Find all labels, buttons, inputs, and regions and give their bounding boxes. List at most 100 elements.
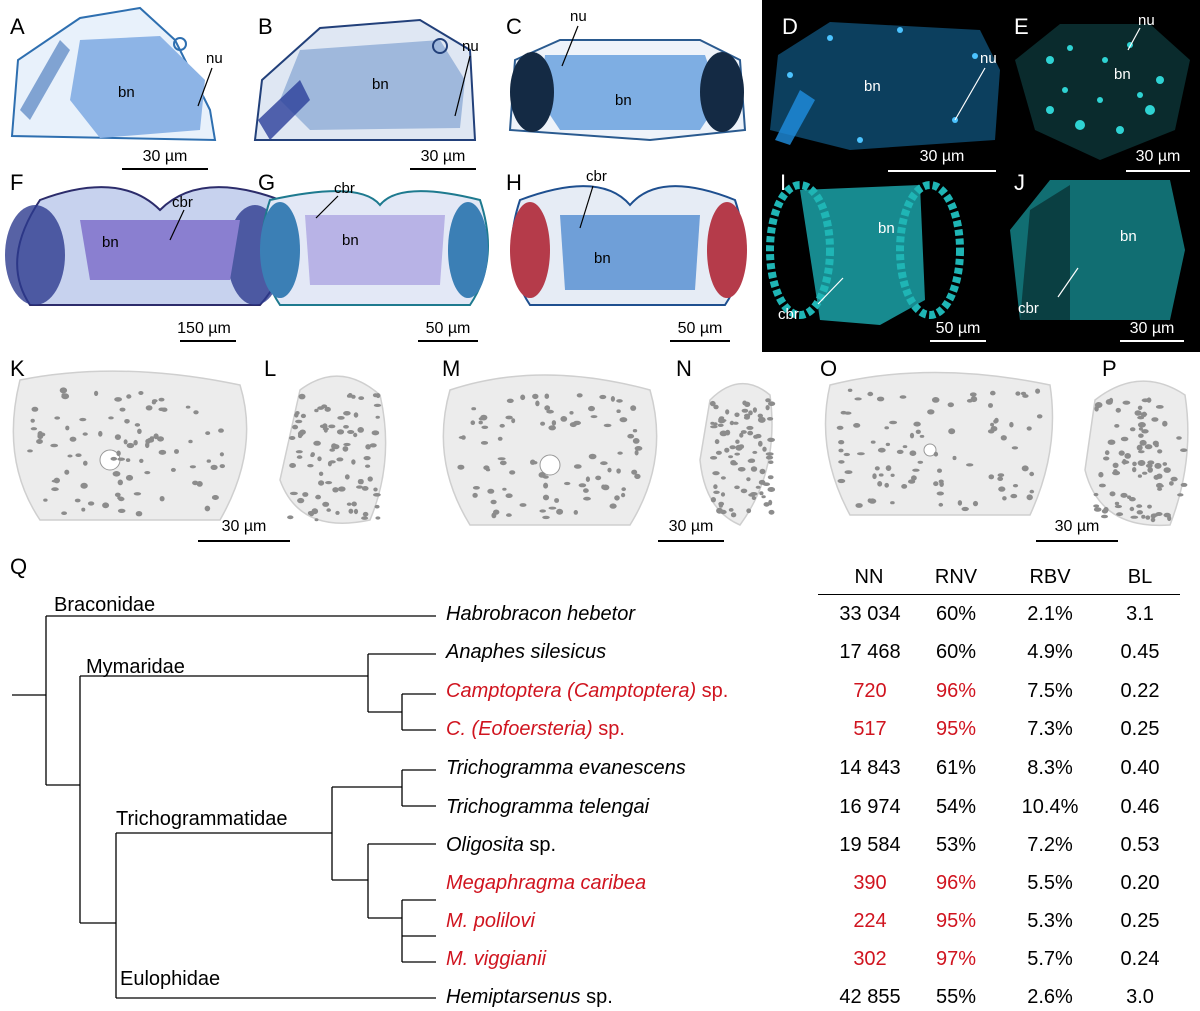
nucleus-dot [135, 511, 143, 517]
nucleus-dot [948, 428, 956, 435]
nucleus-dot [79, 417, 87, 422]
nucleus-dot [1147, 504, 1152, 509]
nucleus-dot [297, 497, 305, 504]
nucleus-dot [331, 443, 337, 450]
nucleus-dot [961, 506, 969, 512]
nucleus-dot [205, 431, 211, 435]
nucleus-dot [362, 511, 369, 517]
nucleus-dot [1109, 491, 1116, 497]
nucleus-dot [361, 516, 369, 520]
nucleus-dot [966, 463, 974, 467]
nucleus-dot [544, 393, 550, 399]
nucleus-dot [617, 451, 623, 455]
nucleus-dot [972, 500, 979, 507]
table-cell-rbv: 4.9% [1027, 641, 1073, 663]
nucleus-dot [885, 465, 892, 471]
table-cell-rbv: 2.6% [1027, 986, 1073, 1008]
panel-letter-f: F [10, 170, 24, 195]
nucleus-dot [744, 401, 751, 407]
nucleus-dot [746, 477, 751, 482]
table-cell-rbv: 10.4% [1021, 796, 1079, 818]
scalebar-h-line [670, 340, 730, 342]
table-cell-rnv: 53% [935, 834, 977, 856]
nucleus-dot [1114, 501, 1120, 506]
scalebar-a-line [122, 168, 208, 170]
species-name: M. viggianii [446, 948, 547, 970]
nucleus-dot [762, 446, 767, 452]
nuclei-dots [27, 387, 1188, 523]
nucleus-dot [108, 416, 114, 420]
nucleus-dot [877, 447, 886, 453]
nucleus-dot [573, 420, 581, 426]
nucleus-dot [734, 412, 740, 418]
label-e-nu: nu [1138, 12, 1155, 29]
table-cell-rbv: 7.5% [1027, 680, 1073, 702]
nucleus-dot [712, 471, 720, 476]
nucleus-dot [1122, 458, 1127, 465]
nucleus-dot [509, 470, 516, 475]
nucleus-dot [373, 487, 378, 492]
nucleus-dot [353, 508, 359, 515]
nucleus-dot [762, 482, 771, 487]
nucleus-dot [61, 511, 67, 515]
nucleus-dot [854, 397, 862, 401]
scalebar-b-text: 30 µm [420, 148, 466, 165]
nucleus-dot [1012, 484, 1019, 488]
nucleus-dot [530, 459, 536, 465]
col-header-rbv: RBV [1029, 566, 1071, 588]
nucleus-dot [506, 398, 514, 403]
nucleus-dot [189, 465, 196, 469]
nucleus-dot [747, 430, 754, 436]
nucleus-dot [1157, 487, 1163, 491]
table-cell-nn: 14 843 [839, 757, 901, 779]
nucleus-dot [311, 508, 319, 515]
nucleus-dot [836, 425, 844, 430]
nucleus-dot [133, 492, 142, 496]
nucleus-dot [936, 491, 944, 496]
nucleus-dot [1142, 411, 1147, 417]
nucleus-dot [1176, 436, 1182, 440]
nucleus-dot [1156, 482, 1163, 489]
nucleus-dot [117, 496, 123, 500]
nucleus-dot [1011, 446, 1019, 450]
nucleus-dot [714, 439, 720, 445]
nucleus-dot [1114, 424, 1120, 428]
nucleus-dot [347, 393, 353, 398]
nucleus-dot [313, 440, 321, 446]
nucleus-dot [87, 501, 95, 506]
nucleus-dot [53, 477, 60, 484]
nucleus-dot [1139, 439, 1147, 446]
nucleus-dot [1026, 426, 1032, 431]
nucleus-dot [337, 416, 345, 420]
nucleus-dot [546, 409, 554, 414]
nucleus-dot [913, 421, 921, 427]
species-name: Trichogramma evanescens [446, 757, 686, 779]
leader-lines [169, 25, 594, 241]
nucleus-dot [730, 512, 737, 518]
nucleus-dot [374, 504, 380, 509]
nucleus-dot [750, 466, 758, 472]
nucleus-dot [1124, 453, 1131, 459]
nucleus-dot [548, 425, 556, 431]
nucleus-dot [318, 480, 325, 486]
nucleus-dot [338, 486, 346, 492]
nucleus-dot [1118, 450, 1125, 456]
nucleus-dot [1138, 427, 1143, 431]
table-cell-rnv: 60% [935, 603, 977, 625]
nucleus-dot [300, 413, 306, 419]
nucleus-dot [590, 415, 598, 419]
panel-d-image [770, 22, 1000, 150]
nucleus-dot [551, 420, 557, 426]
nucleus-dot [1180, 448, 1188, 453]
label-i-bn: bn [878, 220, 895, 237]
nucleus-dot [61, 393, 66, 397]
label-i-cbr: cbr [778, 306, 799, 323]
table-cell-rnv: 96% [935, 680, 977, 702]
table-cell-rbv: 5.7% [1027, 948, 1073, 970]
label-f-bn: bn [102, 234, 119, 251]
table-cell-nn: 42 855 [839, 986, 901, 1008]
nucleus-dot [1112, 462, 1119, 468]
species-name: M. polilovi [446, 910, 535, 932]
nucleus-dot [457, 464, 465, 470]
col-header-nn: NN [854, 566, 884, 588]
